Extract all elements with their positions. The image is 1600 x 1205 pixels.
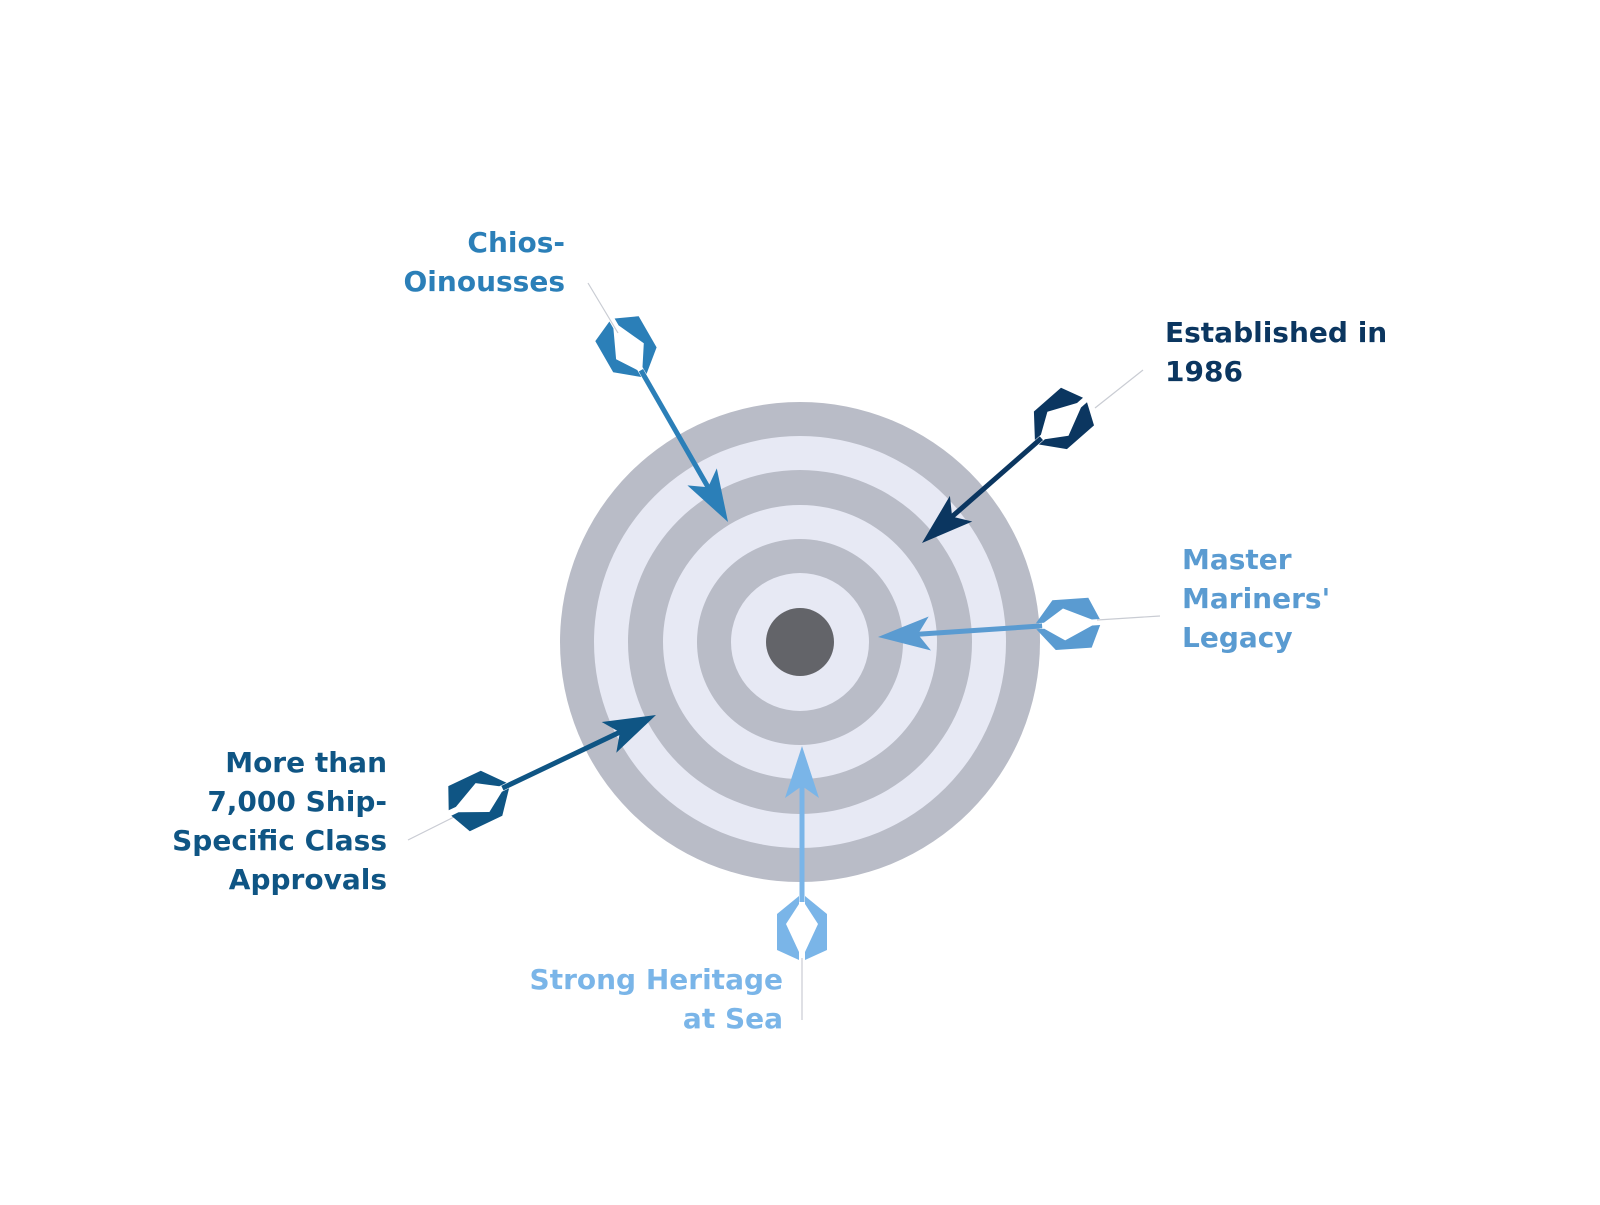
arrow-shaft xyxy=(948,436,1044,520)
label-class-approvals: More than 7,000 Ship- Specific Class App… xyxy=(172,743,387,899)
arrow-approvals xyxy=(448,715,656,832)
arrow-fletching xyxy=(595,321,642,377)
arrow-shaft xyxy=(638,369,712,491)
label-line: at Sea xyxy=(682,1002,783,1035)
arrowhead xyxy=(922,495,973,543)
leader-line xyxy=(1096,615,1161,621)
label-line: Master xyxy=(1182,543,1292,576)
arrow-shaft xyxy=(501,729,623,791)
arrow-fletching xyxy=(614,316,657,374)
label-line: More than xyxy=(225,746,387,779)
arrow-fletching xyxy=(451,788,510,832)
arrows xyxy=(448,316,1101,960)
arrow-chios xyxy=(595,316,728,522)
label-line: Mariners' xyxy=(1182,582,1331,615)
bullseye xyxy=(766,608,834,676)
arrow-established xyxy=(922,387,1094,543)
label-line: Chios- xyxy=(467,226,565,259)
target-rings xyxy=(560,402,1040,882)
arrowhead xyxy=(687,468,728,522)
arrow-heritage xyxy=(777,746,827,960)
leader-lines xyxy=(407,282,1161,1020)
label-line: 1986 xyxy=(1165,355,1243,388)
leader-line xyxy=(587,282,619,334)
arrowhead xyxy=(878,616,931,651)
label-chios-oinousses: Chios- Oinousses xyxy=(404,223,566,301)
arrow-fletching xyxy=(1038,402,1094,450)
label-line: Legacy xyxy=(1182,621,1293,654)
arrow-fletching xyxy=(805,896,827,960)
arrowhead xyxy=(785,746,819,798)
label-line: 7,000 Ship- xyxy=(207,785,387,818)
arrow-fletching xyxy=(1036,625,1101,650)
leader-line xyxy=(407,812,463,841)
arrow-fletching xyxy=(448,770,507,811)
arrowhead xyxy=(601,715,656,753)
label-line: Strong Heritage xyxy=(529,963,783,996)
label-line: Established in xyxy=(1165,316,1388,349)
label-established: Established in 1986 xyxy=(1165,313,1387,391)
arrow-shaft xyxy=(915,623,1043,637)
label-line: Oinousses xyxy=(403,265,566,298)
label-master-mariners: Master Mariners' Legacy xyxy=(1182,540,1330,657)
label-line: Approvals xyxy=(228,863,387,896)
label-line: Specific Class xyxy=(172,824,387,857)
arrow-fletching xyxy=(777,896,799,960)
arrow-fletching xyxy=(1035,597,1100,624)
leader-line xyxy=(1094,369,1144,409)
label-strong-heritage: Strong Heritage at Sea xyxy=(530,960,783,1038)
arrow-fletching xyxy=(1033,387,1083,440)
arrow-master xyxy=(878,597,1101,651)
